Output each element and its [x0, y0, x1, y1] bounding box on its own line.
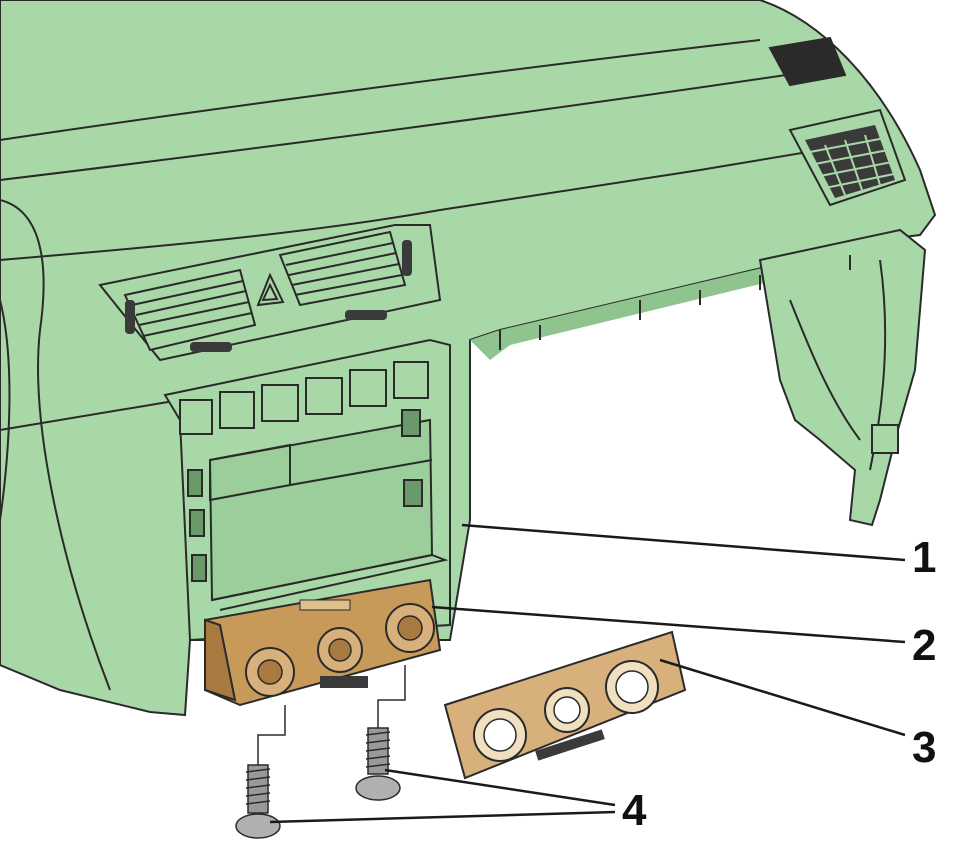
- callout-4: 4: [622, 786, 647, 835]
- heater-control-unit: [204, 578, 442, 707]
- leader-4b: [269, 810, 616, 824]
- center-console-opening: [163, 338, 451, 642]
- screw-left: [235, 764, 281, 839]
- callout-1: 1: [912, 533, 936, 582]
- callout-3: 3: [912, 723, 936, 772]
- leader-4a: [384, 768, 616, 807]
- center-vent-housing: [98, 224, 442, 362]
- callout-2: 2: [912, 621, 936, 670]
- trim-panel: [443, 630, 687, 780]
- mounting-screws: [235, 665, 406, 839]
- trim-panel-rings: [473, 660, 659, 762]
- right-support-bracket: [499, 228, 927, 527]
- leader-1: [461, 523, 906, 562]
- leader-3: [659, 658, 906, 737]
- leader-2: [431, 605, 906, 644]
- leader-lines: [269, 523, 906, 824]
- callout-labels: 1 2 3 4: [622, 533, 936, 835]
- screw-right: [355, 727, 401, 801]
- right-air-vent: [768, 36, 907, 207]
